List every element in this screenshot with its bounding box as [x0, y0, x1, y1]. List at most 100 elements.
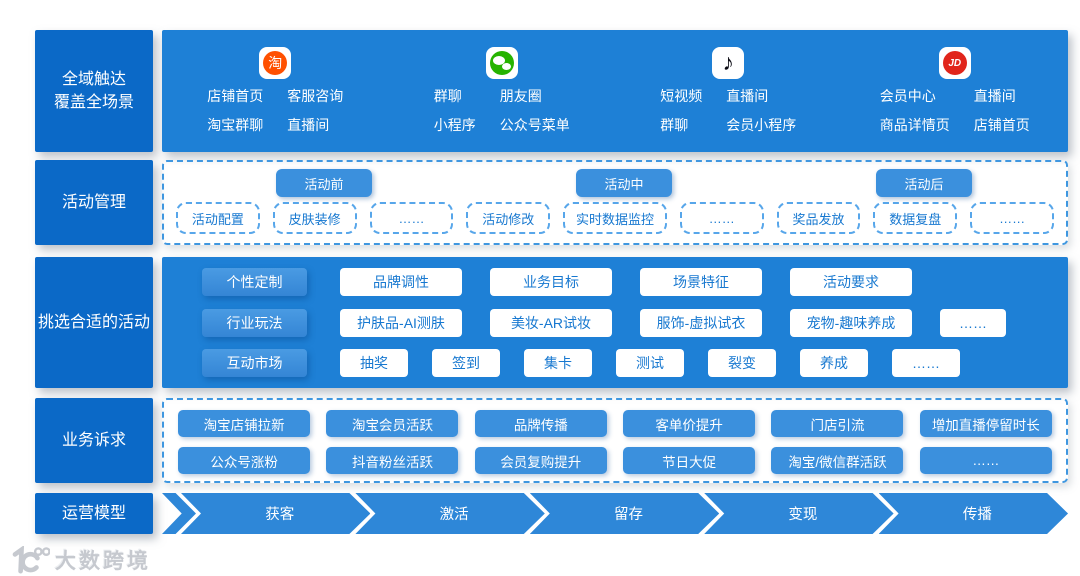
channel-label: 直播间 — [726, 88, 769, 104]
select-chip: 签到 — [432, 349, 500, 377]
demand-button: 淘宝店铺拉新 — [178, 410, 311, 437]
mgmt-row-label: 活动管理 — [35, 160, 153, 245]
category-button: 行业玩法 — [202, 308, 307, 337]
reach-content-panel: 淘 店铺首页 客服咨询 淘宝群聊 直播间 群聊 朋友圈 — [162, 30, 1068, 152]
select-chip: 抽奖 — [340, 349, 408, 377]
wechat-logo-circle — [489, 51, 514, 75]
taobao-channels: 店铺首页 客服咨询 淘宝群聊 直播间 — [207, 86, 343, 135]
select-label-text: 挑选合适的活动 — [37, 313, 150, 331]
demand-button: 增加直播停留时长 — [919, 410, 1052, 437]
funnel-stage-acquisition: 获客 — [181, 493, 370, 534]
channel-label: 会员中心 — [879, 88, 936, 104]
select-chip: 服饰-虚拟试衣 — [640, 308, 762, 337]
row-omni-channel-reach: 全域触达 覆盖全场景 淘 店铺首页 客服咨询 淘宝群聊 直播间 — [35, 30, 1068, 152]
funnel-stage-monetization: 变现 — [704, 493, 893, 534]
platform-jd: JD 会员中心 直播间 商品详情页 店铺首页 — [842, 47, 1069, 135]
phase-tab-during: 活动中 — [576, 169, 672, 197]
select-chip: 品牌调性 — [340, 268, 462, 296]
channel-label: 公众号菜单 — [499, 117, 570, 133]
select-chip: 集卡 — [524, 349, 592, 377]
select-chip: 护肤品-AI测肤 — [340, 308, 462, 337]
wechat-channels: 群聊 朋友圈 小程序 公众号菜单 — [434, 86, 570, 135]
platform-taobao: 淘 店铺首页 客服咨询 淘宝群聊 直播间 — [162, 47, 389, 135]
demand-button: 淘宝会员活跃 — [326, 410, 459, 437]
funnel-stage-activation: 激活 — [355, 493, 544, 534]
select-chip: 养成 — [800, 349, 868, 377]
channel-label: 群聊 — [660, 117, 689, 133]
watermark-text: 大数跨境 — [55, 550, 151, 573]
row-select-activity: 挑选合适的活动 个性定制 品牌调性 业务目标 场景特征 活动要求 行业玩法 护肤… — [35, 257, 1068, 388]
taobao-badge: 淘 — [263, 51, 288, 75]
phase-tab-before: 活动前 — [276, 169, 372, 197]
dashu-watermark: 大数跨境 — [8, 545, 151, 575]
demand-button-ellipsis: …… — [919, 447, 1052, 474]
demand-button: 抖音粉丝活跃 — [326, 447, 459, 474]
mgmt-chip: 皮肤装修 — [272, 202, 357, 234]
row-operation-model: 运营模型 获客 激活 留存 变现 传播 — [35, 493, 1068, 534]
demand-button: 客单价提升 — [623, 410, 756, 437]
channel-label: 客服咨询 — [287, 88, 344, 104]
jd-channels: 会员中心 直播间 商品详情页 店铺首页 — [880, 86, 1030, 135]
select-row-label: 挑选合适的活动 — [35, 257, 153, 388]
select-chip: 业务目标 — [490, 268, 612, 296]
select-chip-ellipsis: …… — [892, 349, 960, 377]
select-chip: 测试 — [616, 349, 684, 377]
mgmt-chip-ellipsis: …… — [679, 202, 764, 234]
demand-button: 门店引流 — [771, 410, 904, 437]
row-business-demands: 业务诉求 淘宝店铺拉新 淘宝会员活跃 品牌传播 客单价提升 门店引流 增加直播停… — [35, 398, 1068, 483]
funnel-band: 获客 激活 留存 变现 传播 — [162, 493, 1068, 534]
channel-label: 店铺首页 — [207, 88, 264, 104]
funnel-row-label: 运营模型 — [35, 493, 153, 534]
reach-label-line1: 全域触达 — [61, 70, 126, 88]
douyin-icon: ♪ — [712, 47, 745, 79]
douyin-channels: 短视频 直播间 群聊 会员小程序 — [660, 86, 796, 135]
demands-row-1: 淘宝店铺拉新 淘宝会员活跃 品牌传播 客单价提升 门店引流 增加直播停留时长 — [176, 410, 1054, 437]
select-content-panel: 个性定制 品牌调性 业务目标 场景特征 活动要求 行业玩法 护肤品-AI测肤 美… — [162, 257, 1068, 388]
select-row-interactive: 互动市场 抽奖 签到 集卡 测试 裂变 养成 …… — [202, 349, 1068, 377]
channel-label: 短视频 — [660, 88, 703, 104]
select-chip: 裂变 — [708, 349, 776, 377]
funnel-stage-referral: 传播 — [879, 493, 1068, 534]
demands-row-2: 公众号涨粉 抖音粉丝活跃 会员复购提升 节日大促 淘宝/微信群活跃 …… — [176, 447, 1054, 474]
channel-label: 店铺首页 — [973, 117, 1030, 133]
channel-label: 商品详情页 — [879, 117, 950, 133]
funnel-stage-retention: 留存 — [530, 493, 719, 534]
select-chip: 活动要求 — [790, 268, 912, 296]
reach-row-label: 全域触达 覆盖全场景 — [35, 30, 153, 152]
channel-label: 朋友圈 — [499, 88, 542, 104]
channel-label: 小程序 — [433, 117, 476, 133]
mgmt-chip: 奖品发放 — [776, 202, 861, 234]
wechat-icon — [485, 47, 518, 79]
demands-content-panel: 淘宝店铺拉新 淘宝会员活跃 品牌传播 客单价提升 门店引流 增加直播停留时长 公… — [162, 398, 1068, 483]
demands-row-label: 业务诉求 — [35, 398, 153, 483]
mgmt-chip-ellipsis: …… — [970, 202, 1054, 234]
mgmt-chip-ellipsis: …… — [369, 202, 454, 234]
douyin-note-glyph: ♪ — [722, 48, 735, 75]
demand-button: 淘宝/微信群活跃 — [771, 447, 904, 474]
mgmt-chip: 活动配置 — [176, 202, 260, 234]
dashu-logo-icon — [12, 546, 50, 574]
funnel-label-text: 运营模型 — [61, 504, 126, 522]
select-row-custom: 个性定制 品牌调性 业务目标 场景特征 活动要求 — [202, 268, 1068, 296]
taobao-icon: 淘 — [259, 47, 292, 79]
jd-badge: JD — [942, 51, 967, 75]
channel-label: 淘宝群聊 — [207, 117, 264, 133]
demand-button: 品牌传播 — [474, 410, 607, 437]
select-chip: 场景特征 — [640, 268, 762, 296]
row-activity-management: 活动管理 活动前 活动中 活动后 活动配置 皮肤装修 …… 活动修改 实时数据监… — [35, 160, 1068, 245]
platform-douyin: ♪ 短视频 直播间 群聊 会员小程序 — [615, 47, 842, 135]
mgmt-chip: 数据复盘 — [873, 202, 958, 234]
mgmt-content-panel: 活动前 活动中 活动后 活动配置 皮肤装修 …… 活动修改 实时数据监控 …… … — [162, 160, 1068, 245]
channel-label: 会员小程序 — [726, 117, 797, 133]
reach-label-line2: 覆盖全场景 — [53, 94, 134, 111]
channel-label: 直播间 — [973, 88, 1016, 104]
demands-label-text: 业务诉求 — [61, 431, 126, 449]
category-button: 个性定制 — [202, 268, 307, 296]
demand-button: 节日大促 — [623, 447, 756, 474]
platform-wechat: 群聊 朋友圈 小程序 公众号菜单 — [389, 47, 616, 135]
select-row-industry: 行业玩法 护肤品-AI测肤 美妆-AR试妆 服饰-虚拟试衣 宠物-趣味养成 …… — [202, 308, 1068, 337]
mgmt-label-text: 活动管理 — [61, 193, 126, 211]
channel-label: 群聊 — [433, 88, 462, 104]
demand-button: 公众号涨粉 — [178, 447, 311, 474]
